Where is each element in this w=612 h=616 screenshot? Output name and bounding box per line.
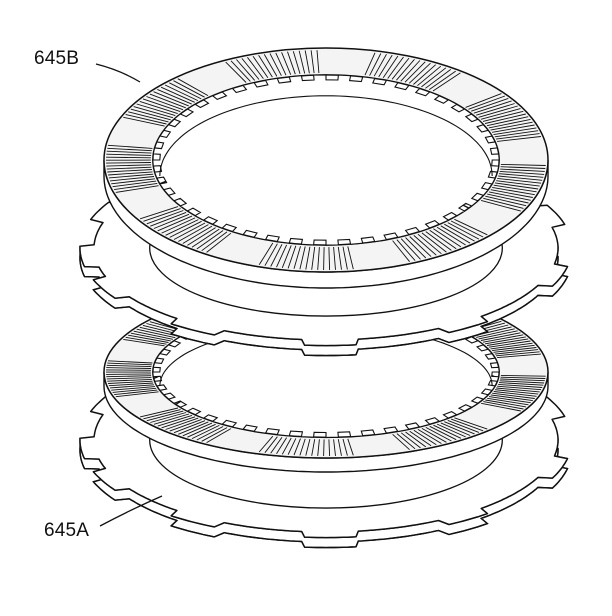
- callout-label-645b: 645B: [34, 48, 79, 70]
- plate-645b-spline-teeth: [153, 75, 499, 245]
- friction-plate-645b: [104, 48, 548, 288]
- leader-line-645b: [96, 64, 140, 82]
- callout-label-645a: 645A: [44, 520, 89, 542]
